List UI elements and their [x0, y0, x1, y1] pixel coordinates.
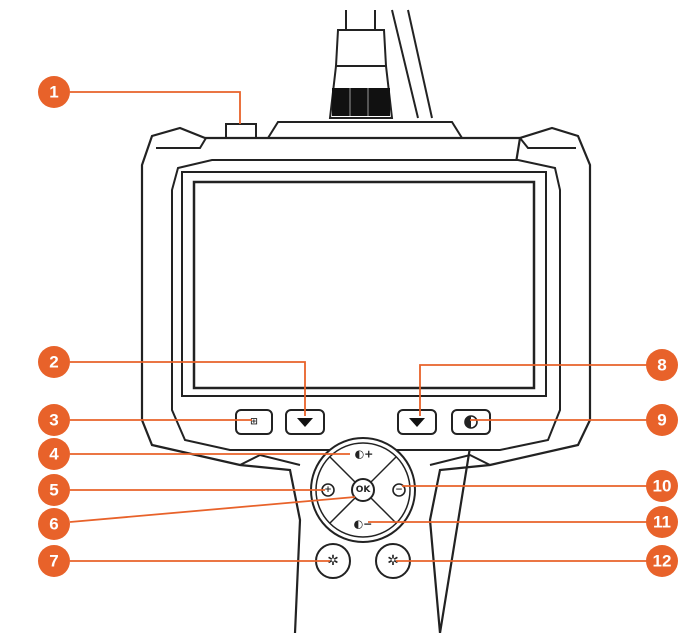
callout-8 [646, 349, 678, 381]
callout-7 [38, 545, 70, 577]
svg-text:12: 12 [653, 552, 672, 571]
svg-text:3: 3 [49, 411, 58, 430]
zoom-in-plus: + [324, 485, 332, 495]
ok-label: OK [356, 485, 372, 495]
zoom-out-icon[interactable] [392, 483, 406, 497]
callout-10 [646, 470, 678, 502]
callouts: 1 2 3 4 5 6 7 8 9 10 11 12 [38, 76, 678, 577]
brightness-down-icon[interactable]: ◐− [354, 518, 373, 531]
callout-9 [646, 404, 678, 436]
callout-5 [38, 474, 70, 506]
svg-text:9: 9 [657, 411, 666, 430]
svg-text:2: 2 [49, 353, 58, 372]
callout-12 [646, 545, 678, 577]
cable-connector [332, 88, 390, 116]
contrast-icon-half [465, 416, 471, 428]
top-ridge [267, 121, 463, 139]
callout-6 [38, 508, 70, 540]
callout-4 [38, 438, 70, 470]
light-down-icon [297, 418, 313, 427]
lower-right-grip [429, 453, 491, 466]
svg-text:5: 5 [49, 481, 58, 500]
svg-text:11: 11 [653, 513, 671, 532]
svg-text:6: 6 [49, 515, 58, 534]
menu-grid-icon: ⊞ [250, 417, 258, 427]
lower-left-grip [239, 453, 301, 466]
leader-lines [69, 91, 662, 562]
callout-2 [38, 346, 70, 378]
light-down-icon [409, 418, 425, 427]
callout-11 [646, 506, 678, 538]
svg-text:1: 1 [49, 83, 58, 102]
zoom-out-minus: − [395, 485, 403, 495]
left-grip [156, 137, 207, 149]
gear-icon: ✲ [387, 553, 399, 569]
svg-text:8: 8 [657, 356, 666, 375]
gear-icon: ✲ [327, 553, 339, 569]
brightness-up-icon[interactable]: ◐+ [355, 448, 374, 461]
callout-3 [38, 404, 70, 436]
svg-text:7: 7 [49, 552, 58, 571]
right-grip [519, 137, 576, 149]
power-button[interactable] [225, 123, 257, 139]
display-screen [192, 180, 536, 390]
menu-button[interactable] [235, 409, 273, 435]
ok-button[interactable] [351, 478, 375, 502]
svg-text:10: 10 [653, 477, 672, 496]
svg-text:4: 4 [49, 445, 59, 464]
callout-1 [38, 76, 70, 108]
